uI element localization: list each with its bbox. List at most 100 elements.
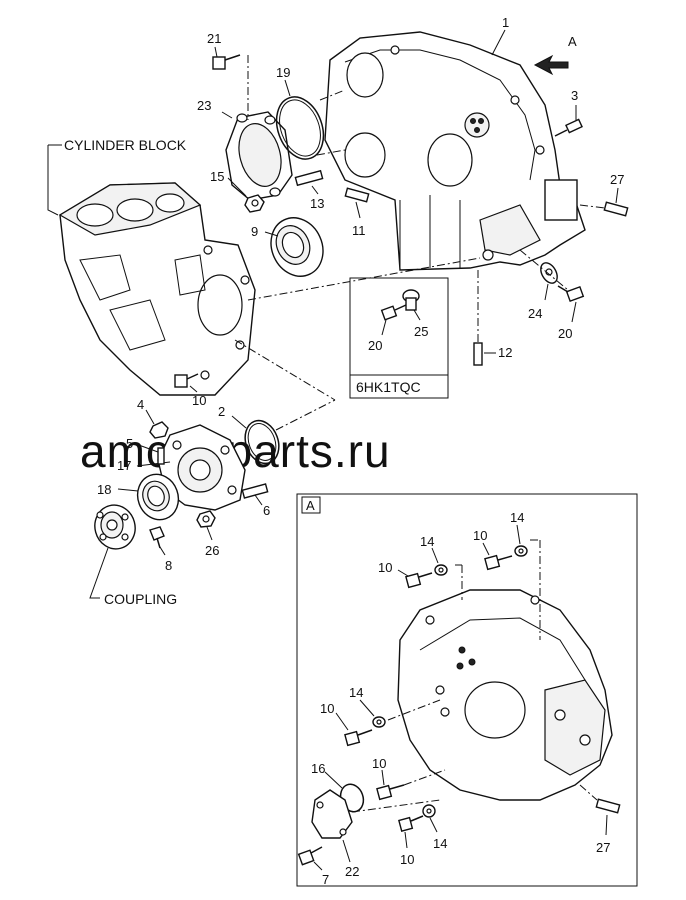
- dash-10e: [403, 769, 446, 786]
- part-10-bolt-c: [344, 729, 373, 747]
- callout-10f: 10: [400, 852, 414, 867]
- callout-8: 8: [165, 558, 172, 573]
- part-21-bolt: [212, 54, 241, 70]
- part-10-bolt-e: [376, 784, 405, 801]
- flywheel-housing-main: [324, 31, 586, 271]
- callout-14d: 14: [433, 836, 447, 851]
- leader-21: [214, 46, 218, 58]
- callout-14a: 14: [420, 534, 434, 549]
- leader-8: [159, 546, 166, 556]
- view-a-panel: A 14 10: [296, 493, 638, 887]
- callout-14b: 14: [510, 510, 524, 525]
- leader-13: [311, 185, 319, 195]
- leader-2: [231, 415, 247, 429]
- leader-7: [313, 861, 323, 871]
- leader-26: [206, 526, 213, 541]
- part-5-stud: [157, 447, 165, 465]
- leader-20b: [571, 301, 577, 323]
- leader-10d: [335, 712, 349, 731]
- coupling: [94, 504, 136, 550]
- leader-25: [413, 309, 421, 321]
- dash-2: [275, 399, 336, 431]
- part-10-bolt-a: [405, 572, 433, 589]
- dash-27b: [579, 784, 598, 801]
- leader-16: [324, 771, 343, 789]
- part-10-bolt-block: [174, 373, 199, 388]
- callout-7: 7: [322, 872, 329, 887]
- leader-11: [355, 201, 361, 219]
- dash-20b: [519, 249, 569, 291]
- part-14-washer-c: [372, 716, 386, 728]
- callout-15: 15: [210, 169, 224, 184]
- part-18-oil-seal: [136, 473, 180, 521]
- callout-19: 19: [276, 65, 290, 80]
- part-4-nut: [149, 421, 169, 439]
- view-a-arrow-icon: [533, 54, 569, 76]
- part-26-nut: [196, 510, 216, 528]
- callout-18: 18: [97, 482, 111, 497]
- part-9-oil-seal: [270, 217, 324, 277]
- leader-14d: [429, 817, 438, 833]
- view-a-tag: A: [306, 498, 315, 513]
- callout-14c: 14: [349, 685, 363, 700]
- cylinder-block: [58, 182, 256, 396]
- part-10-bolt-b: [484, 554, 513, 571]
- callout-27b: 27: [596, 840, 610, 855]
- dash-19: [319, 89, 346, 101]
- callout-9: 9: [251, 224, 258, 239]
- dash-block-housing: [247, 257, 481, 301]
- callout-20a: 20: [368, 338, 382, 353]
- view-a-arrow-label: A: [568, 34, 577, 49]
- part-20-bolt-box: [380, 304, 407, 321]
- part-23-cover: [225, 111, 293, 201]
- leader-27b: [605, 814, 608, 836]
- leader-10c: [482, 542, 490, 556]
- callout-10d: 10: [320, 701, 334, 716]
- part-14-washer-b: [514, 545, 528, 557]
- part-25-bracket: [402, 289, 420, 311]
- dash-block-oring: [234, 339, 336, 401]
- callout-21: 21: [207, 31, 221, 46]
- callout-6: 6: [263, 503, 270, 518]
- callout-5: 5: [126, 436, 133, 451]
- leader-15: [227, 177, 247, 197]
- part-8-bolt: [149, 526, 165, 549]
- leader-4: [145, 409, 155, 425]
- callout-24: 24: [528, 306, 542, 321]
- callout-12: 12: [498, 345, 512, 360]
- callout-10e: 10: [372, 756, 386, 771]
- part-27-stud-bottom: [595, 798, 621, 814]
- callout-4: 4: [137, 397, 144, 412]
- callout-16: 16: [311, 761, 325, 776]
- part-11-stud: [344, 187, 370, 203]
- callout-3: 3: [571, 88, 578, 103]
- coupling-label: COUPLING: [104, 591, 177, 607]
- leader-22: [342, 839, 351, 863]
- callout-17: 17: [117, 458, 131, 473]
- part-7-bolt: [297, 846, 323, 866]
- leader-23: [221, 111, 233, 119]
- part-27-stud-top: [603, 201, 629, 217]
- callout-26: 26: [205, 543, 219, 558]
- part-24-plate: [540, 262, 558, 284]
- callout-10a: 10: [192, 393, 206, 408]
- part-6-stud: [241, 483, 269, 499]
- callout-2: 2: [218, 404, 225, 419]
- callout-1: 1: [502, 15, 509, 30]
- part-14-washer-d: [422, 804, 436, 818]
- flywheel-housing-rear: [397, 589, 613, 801]
- leader-14b: [516, 524, 521, 545]
- part-22-cover: [311, 789, 353, 839]
- dash-19b: [316, 149, 346, 156]
- leader-14c: [359, 699, 375, 717]
- leader-24: [544, 283, 549, 301]
- leader-5: [135, 443, 159, 453]
- callout-23: 23: [197, 98, 211, 113]
- callout-20b: 20: [558, 326, 572, 341]
- dash-22: [351, 799, 441, 813]
- leader-27a: [615, 187, 619, 204]
- cylinder-block-label: CYLINDER BLOCK: [64, 137, 187, 153]
- leader-10f: [404, 831, 408, 849]
- part-12-stud: [473, 342, 483, 366]
- part-19-o-ring: [275, 96, 325, 160]
